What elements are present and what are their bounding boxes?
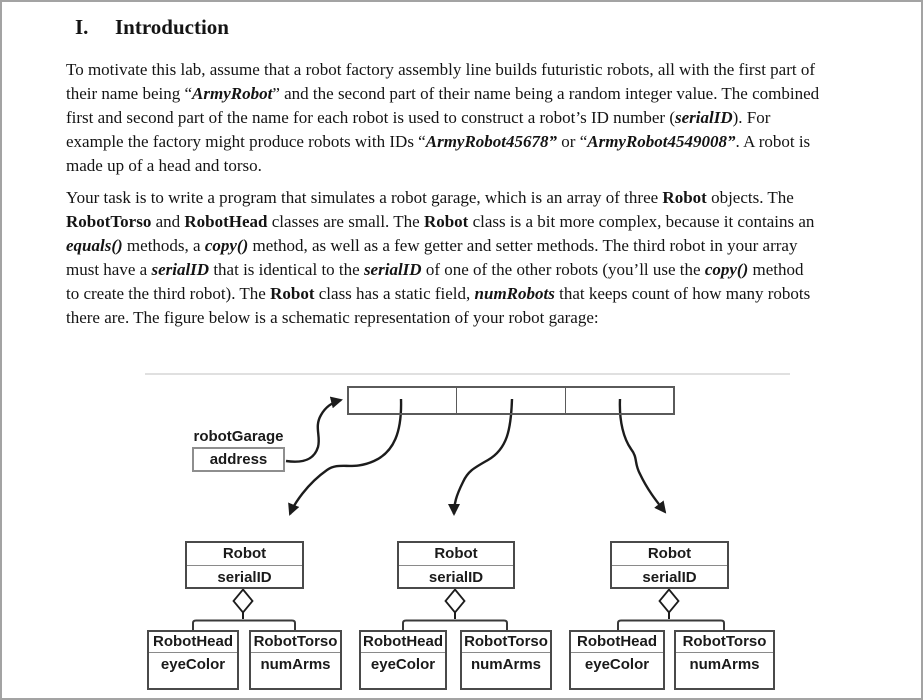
robot-3-part-box-1: RobotHead eyeColor: [569, 630, 665, 690]
cell-pointer-arrow-3: [618, 398, 667, 514]
robot-class-box-3: Robot serialID: [610, 541, 729, 589]
text-run: that keeps count of how many robots: [554, 284, 811, 303]
text-run: serialID: [363, 260, 422, 279]
text-line: made up of a head and torso.: [66, 154, 819, 178]
section-heading: I. Introduction: [2, 15, 921, 41]
intro-paragraph-2: Your task is to write a program that sim…: [66, 186, 814, 330]
text-run: RobotTorso: [66, 212, 152, 231]
text-run: that is identical to the: [209, 260, 364, 279]
robot-2-part-box-2: RobotTorso numArms: [460, 630, 552, 690]
text-run: RobotHead: [184, 212, 268, 231]
text-line: their name being “ArmyRobot” and the sec…: [66, 82, 819, 106]
text-run: and: [151, 212, 185, 231]
robot-1-part-box-1: RobotHead eyeColor: [147, 630, 239, 690]
text-line: Your task is to write a program that sim…: [66, 186, 814, 210]
text-run: method: [748, 260, 804, 279]
text-line: there are. The figure below is a schemat…: [66, 306, 814, 330]
robot-3-part-box-1-title: RobotHead: [571, 632, 663, 653]
text-run: ” and the second part of their name bein…: [272, 84, 820, 103]
cell-pointer-arrow-1: [288, 398, 403, 516]
text-run: To motivate this lab, assume that a robo…: [66, 60, 816, 79]
robot-3-part-box-2-title: RobotTorso: [676, 632, 773, 653]
text-line: example the factory might produce robots…: [66, 130, 819, 154]
text-run: class is a bit more complex, because it …: [468, 212, 815, 231]
robot-array-box: [347, 386, 675, 415]
text-run: copy(): [204, 236, 249, 255]
robot-1-part-box-1-field: eyeColor: [160, 656, 226, 673]
text-line: To motivate this lab, assume that a robo…: [66, 58, 819, 82]
text-line: must have a serialID that is identical t…: [66, 258, 814, 282]
robot-2-part-box-1-field: eyeColor: [370, 656, 436, 673]
text-run: copy(): [704, 260, 749, 279]
robot-1-part-box-1-title: RobotHead: [149, 632, 237, 653]
text-run: Robot: [270, 284, 315, 303]
text-run: Your task is to write a program that sim…: [66, 188, 663, 207]
text-run: made up of a head and torso.: [66, 156, 262, 175]
text-run: class has a static field,: [314, 284, 475, 303]
robot-class-box-1-title: Robot: [187, 543, 302, 566]
text-run: or “: [557, 132, 588, 151]
text-run: example the factory might produce robots…: [66, 132, 426, 151]
text-run: ). For: [732, 108, 771, 127]
robot-1-part-box-2-field: numArms: [260, 656, 331, 673]
robot-class-box-1: Robot serialID: [185, 541, 304, 589]
robot-2-part-box-2-title: RobotTorso: [462, 632, 550, 653]
text-run: there are. The figure below is a schemat…: [66, 308, 599, 327]
text-run: to create the third robot). The: [66, 284, 271, 303]
robot-1-part-box-2-title: RobotTorso: [251, 632, 340, 653]
robot-1-part-box-2: RobotTorso numArms: [249, 630, 342, 690]
array-cell-2: [564, 388, 673, 413]
robot-class-box-3-title: Robot: [612, 543, 727, 566]
robot-garage-label: robotGarage: [193, 428, 284, 445]
robot-2-part-box-1-title: RobotHead: [361, 632, 445, 653]
cell-pointer-arrow-2: [448, 398, 514, 516]
text-run: first and second part of the name for ea…: [66, 108, 675, 127]
text-run: must have a: [66, 260, 152, 279]
text-run: . A robot is: [735, 132, 811, 151]
text-line: to create the third robot). The Robot cl…: [66, 282, 814, 306]
array-cell-0: [349, 388, 456, 413]
intro-paragraph-1: To motivate this lab, assume that a robo…: [66, 58, 819, 178]
composition-diamond-1: [192, 588, 296, 630]
robot-class-box-1-field: serialID: [217, 569, 272, 586]
text-run: ArmyRobot: [192, 84, 273, 103]
text-run: method, as well as a few getter and sett…: [248, 236, 798, 255]
text-line: RobotTorso and RobotHead classes are sma…: [66, 210, 814, 234]
robot-class-box-3-field: serialID: [642, 569, 697, 586]
array-cell-1: [456, 388, 564, 413]
text-line: first and second part of the name for ea…: [66, 106, 819, 130]
text-run: equals(): [66, 236, 123, 255]
text-run: serialID: [151, 260, 210, 279]
robot-2-part-box-2-field: numArms: [470, 656, 541, 673]
text-run: of one of the other robots (you’ll use t…: [421, 260, 705, 279]
text-run: their name being “: [66, 84, 193, 103]
robot-class-box-2: Robot serialID: [397, 541, 515, 589]
text-line: equals() methods, a copy() method, as we…: [66, 234, 814, 258]
composition-diamond-3: [617, 588, 725, 630]
text-run: methods, a: [122, 236, 205, 255]
text-run: ArmyRobot4549008”: [587, 132, 736, 151]
address-pointer-arrow: [285, 396, 343, 463]
address-box: address: [192, 447, 285, 472]
text-run: ArmyRobot45678”: [425, 132, 558, 151]
robot-3-part-box-2-field: numArms: [689, 656, 760, 673]
text-run: objects. The: [706, 188, 794, 207]
text-run: numRobots: [474, 284, 555, 303]
robot-class-box-2-title: Robot: [399, 543, 513, 566]
text-run: Robot: [423, 212, 469, 231]
robot-3-part-box-2: RobotTorso numArms: [674, 630, 775, 690]
section-title: Introduction: [115, 15, 229, 39]
text-run: serialID: [675, 108, 733, 127]
robot-3-part-box-1-field: eyeColor: [584, 656, 650, 673]
section-numeral: I.: [75, 15, 89, 39]
text-run: classes are small. The: [267, 212, 424, 231]
robot-2-part-box-1: RobotHead eyeColor: [359, 630, 447, 690]
robot-class-box-2-field: serialID: [428, 569, 484, 586]
text-run: Robot: [662, 188, 707, 207]
composition-diamond-2: [402, 588, 508, 630]
